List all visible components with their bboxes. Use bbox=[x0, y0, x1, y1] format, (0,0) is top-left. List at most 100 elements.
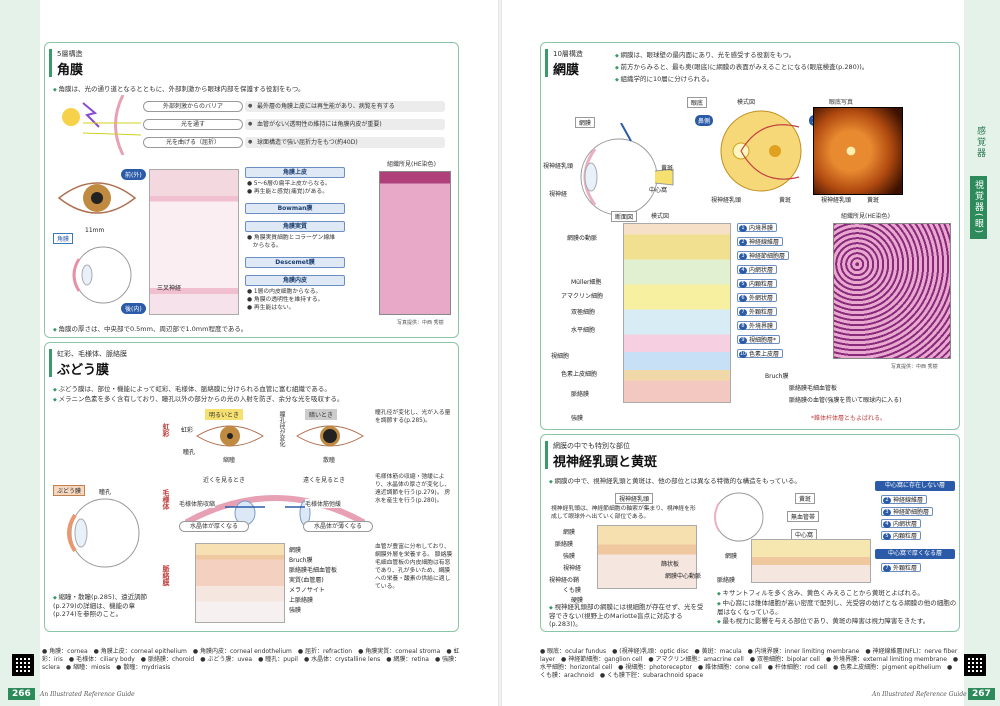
disc-l6: 硬膜 bbox=[571, 597, 584, 604]
qr-code-left[interactable] bbox=[12, 654, 34, 676]
bipolar-label: 双極細胞 bbox=[571, 309, 596, 316]
macula-note-1: キサントフィルを多く含み、黄色くみえることから黄斑とよばれる。 bbox=[717, 589, 957, 598]
retina-stain-photo bbox=[833, 223, 951, 359]
fundus-model-illustration bbox=[720, 110, 802, 192]
choroid-vlabel: 脈絡膜 bbox=[162, 565, 170, 586]
uv-icon bbox=[82, 102, 100, 128]
disc-l3: 視神経 bbox=[563, 565, 582, 572]
model-label: 模式図 bbox=[737, 99, 756, 106]
macula-eye-illustration bbox=[714, 492, 764, 542]
fundus-photo-title: 眼底写真 bbox=[829, 99, 854, 106]
side-tab-visual[interactable]: 視覚器(眼) bbox=[970, 176, 987, 240]
macula-head: 黄斑 bbox=[795, 493, 816, 504]
bruch-label: Bruch膜 bbox=[765, 373, 789, 380]
fundus-photo bbox=[813, 107, 903, 195]
side-tab-sense[interactable]: 感覚器 bbox=[975, 126, 985, 159]
vessel-label: 網膜の動脈 bbox=[567, 235, 598, 242]
section-title: 網膜 bbox=[553, 63, 580, 78]
section-bar bbox=[545, 49, 548, 77]
uvea-panel: 虹彩、毛様体、脈絡膜 ぶどう膜 ぶどう膜は、部位・機能によって虹彩、毛様体、脈絡… bbox=[44, 342, 459, 632]
optic-disc-label: 視神経乳頭 bbox=[543, 163, 574, 170]
cornea-panel: 5層構造 角膜 角膜は、光の通り道となるとともに、外部刺激から眼球内部を保護する… bbox=[44, 42, 459, 338]
bright-label: 明るいとき bbox=[205, 409, 244, 420]
far-label: 遠くを見るとき bbox=[303, 477, 346, 484]
qr-code-right[interactable] bbox=[964, 654, 986, 676]
near-label: 近くを見るとき bbox=[203, 477, 246, 484]
retina-section-diagram bbox=[623, 223, 731, 403]
right-page-edge bbox=[964, 0, 1000, 706]
fundus-label: 眼底 bbox=[687, 97, 708, 108]
eye-side-illustration bbox=[72, 246, 132, 304]
choroid-l4: メラノサイト bbox=[289, 587, 325, 594]
choroid-l2: 脈絡膜毛細血管板 bbox=[289, 567, 338, 574]
choroid-desc: 血管が豊富に分布しており、網膜外層を栄養する。 脈絡膜毛細血管板の内皮細胞は有窓… bbox=[375, 544, 453, 590]
retina-bullet-1: 網膜は、眼球壁の最内面にあり、光を感受する役割をもつ。 bbox=[615, 49, 795, 59]
choroid-l3: 実質(血管層) bbox=[289, 577, 324, 584]
stroma-body: ● 角膜実質細胞とコラーゲン線維 からなる。 bbox=[247, 235, 336, 249]
light-ray-illustration bbox=[62, 95, 142, 155]
endothelium-head: 角膜内皮 bbox=[245, 275, 345, 286]
retina-box-label: 網膜 bbox=[575, 117, 596, 128]
photo-macula-label: 黄斑 bbox=[867, 197, 880, 204]
section-bar bbox=[49, 49, 52, 77]
epithelium-head: 角膜上皮 bbox=[245, 167, 345, 178]
choroid-l1: Bruch膜 bbox=[289, 557, 313, 564]
refract-pill: 光を曲げる（屈折） bbox=[143, 137, 243, 148]
macula-retina-label: 網膜 bbox=[725, 553, 738, 560]
no-layers-head: 中心窩に存在しない層 bbox=[875, 481, 955, 491]
disc-section-diagram bbox=[597, 525, 697, 589]
fovea-label: 中心窩 bbox=[649, 187, 668, 194]
mm-label: 11mm bbox=[85, 227, 105, 234]
macula2-label: 黄斑 bbox=[779, 197, 792, 204]
eye-front-illustration bbox=[57, 182, 137, 214]
choroid-l5: 上脈絡膜 bbox=[289, 597, 314, 604]
stain-caption: 組織所見(HE染色) bbox=[387, 161, 436, 168]
macula-note-2: 中心窩には錐体細胞が高い密度で配列し、光受容の妨げとなる網膜の他の細胞の層はなく… bbox=[717, 599, 957, 616]
barrier-pill: 外部刺激からのバリア bbox=[143, 101, 243, 112]
dark-label: 暗いとき bbox=[305, 409, 338, 420]
uvea-heading: 虹彩、毛様体、脈絡膜 ぶどう膜 bbox=[57, 349, 127, 378]
sun-icon bbox=[62, 108, 80, 126]
transmit-desc: 血管がない(透明性の維持には角膜内皮が重要) bbox=[245, 119, 445, 130]
back-label: 後(内) bbox=[121, 303, 146, 314]
capillary-label: 脈絡膜毛細血管板 bbox=[789, 385, 838, 392]
ciliary-vlabel: 毛様体 bbox=[162, 489, 170, 510]
lens-thin-label: 水晶体が薄くなる bbox=[303, 521, 373, 532]
retina-bullet-3: 組織学的に10層に分けられる。 bbox=[615, 73, 713, 83]
left-page-edge bbox=[0, 0, 40, 706]
iris-vlabel: 虹彩 bbox=[162, 423, 170, 437]
uvea-eye-illustration bbox=[67, 498, 140, 568]
section-label: 断面図 bbox=[611, 211, 638, 222]
iris-label: 虹彩 bbox=[181, 427, 194, 434]
sclera-label: 強膜 bbox=[571, 415, 584, 422]
amacrine-label: アマクリン細胞 bbox=[561, 293, 604, 300]
section-model-label: 模式図 bbox=[651, 213, 670, 220]
miosis-label: 縮瞳 bbox=[223, 457, 236, 464]
cornea-curve bbox=[114, 95, 125, 155]
section-title: 視神経乳頭と黄斑 bbox=[553, 455, 658, 470]
section-subtitle: 網膜の中でも特別な部位 bbox=[553, 442, 630, 450]
bowman-head: Bowman膜 bbox=[245, 203, 345, 214]
disc-l1: 脈絡膜 bbox=[555, 541, 574, 548]
lens-thick-label: 水晶体が厚くなる bbox=[179, 521, 249, 532]
footer-right-glossary: ● 眼底：ocular fundus ● (視神経)乳頭：optic disc … bbox=[540, 648, 959, 679]
retina-bullet-2: 前方からみると、最も奥(眼底)に網膜の表面がみえることになる(眼底検査(p.28… bbox=[615, 61, 868, 71]
trigeminal-label: 三叉神経 bbox=[157, 285, 182, 292]
uvea-bullet-2: メラニン色素を多く含有しており、瞳孔以外の部分からの光の入射を防ぎ、余分な光を吸… bbox=[53, 393, 343, 403]
nourish-label: 脈絡膜の血管(強膜を貫いて眼球内に入る) bbox=[789, 397, 902, 404]
ciliary-contract-label: 毛様体筋収縮 bbox=[179, 499, 216, 508]
disc-l0: 網膜 bbox=[563, 529, 576, 536]
horizontal-label: 水平細胞 bbox=[571, 327, 596, 334]
disc-heading: 網膜の中でも特別な部位 視神経乳頭と黄斑 bbox=[553, 441, 657, 470]
pupil-label: 瞳孔 bbox=[99, 489, 112, 496]
cornea-bullet: 角膜は、光の通り道となるとともに、外部刺激から眼球内部を保護する役割をもつ。 bbox=[53, 83, 304, 93]
